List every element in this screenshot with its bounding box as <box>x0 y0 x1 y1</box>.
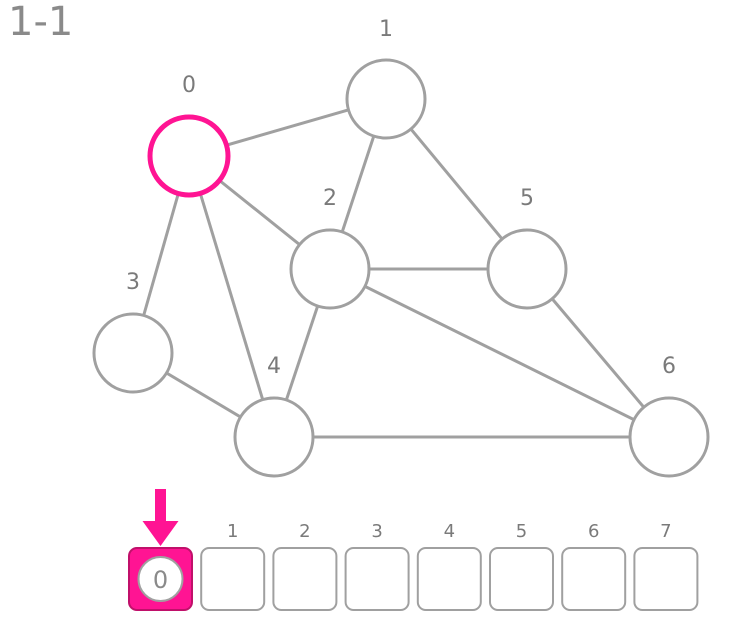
graph-node-label: 2 <box>323 186 337 211</box>
graph-node-5: 5 <box>486 186 568 310</box>
graph-node-label: 1 <box>379 17 393 42</box>
graph-node-3: 3 <box>92 270 174 394</box>
array-index-label: 5 <box>516 521 527 542</box>
graph-node-2: 2 <box>289 186 371 310</box>
array-cell-box <box>200 547 266 611</box>
array-cell-box <box>272 547 338 611</box>
graph-node-6: 6 <box>628 354 710 478</box>
array-cell-5: 5 <box>489 521 554 611</box>
array-cell-2: 2 <box>272 521 338 611</box>
array-cell-box <box>416 547 482 611</box>
nodes-layer: 0 1 2 3 4 5 6 <box>92 17 710 478</box>
array-cell-0: 0 <box>128 547 193 611</box>
graph-node-label: 5 <box>520 186 534 211</box>
graph-node-circle <box>628 396 710 478</box>
array-index-label: 2 <box>299 521 310 542</box>
array-index-label: 3 <box>371 521 382 542</box>
graph-node-label: 3 <box>126 270 140 295</box>
array-value-node <box>137 556 184 602</box>
graph-node-circle <box>345 58 427 140</box>
array-cell-1: 1 <box>200 521 266 611</box>
graph-node-circle <box>147 114 231 198</box>
array-layer: 0 1 2 3 4 5 6 7 <box>128 489 699 611</box>
graph-node-label: 4 <box>267 354 281 379</box>
step-label: 1-1 <box>8 0 74 45</box>
graph-node-1: 1 <box>345 17 427 140</box>
graph-node-circle <box>486 228 568 310</box>
graph-node-circle <box>233 396 315 478</box>
graph-node-label: 0 <box>182 73 196 98</box>
graph-node-label: 6 <box>662 354 676 379</box>
array-value-label: 0 <box>153 566 168 594</box>
graph-node-4: 4 <box>233 354 315 478</box>
array-cell-3: 3 <box>344 521 410 611</box>
graph-edge-0-4 <box>187 155 276 438</box>
array-cell-4: 4 <box>416 521 482 611</box>
array-cell-box <box>561 547 627 611</box>
graph-node-0: 0 <box>147 73 231 198</box>
graph-edge-2-6 <box>329 267 670 439</box>
graph-node-circle <box>92 312 174 394</box>
array-index-label: 1 <box>227 521 238 542</box>
array-index-label: 4 <box>444 521 455 542</box>
array-cell-box <box>633 547 699 611</box>
array-index-label: 7 <box>660 521 671 542</box>
array-cell-box <box>489 547 554 611</box>
array-cell-6: 6 <box>561 521 627 611</box>
graph-node-circle <box>289 228 371 310</box>
down-arrow-icon <box>142 489 179 546</box>
array-cell-box <box>344 547 410 611</box>
array-index-label: 6 <box>588 521 599 542</box>
array-cell-7: 7 <box>633 521 699 611</box>
